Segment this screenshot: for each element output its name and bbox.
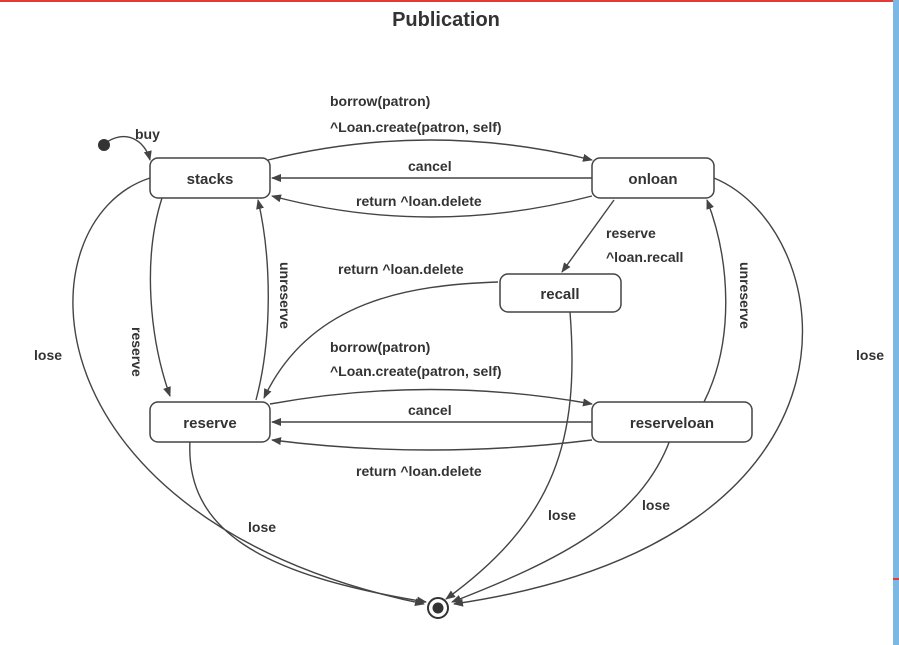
label-borrow-top-1: borrow(patron): [330, 93, 430, 109]
state-recall: recall: [499, 273, 622, 313]
state-onloan-label: onloan: [628, 171, 677, 188]
label-cancel-mid: cancel: [408, 402, 452, 418]
edge-stacks-to-onloan-borrow: [267, 139, 593, 162]
label-lose-right: lose: [856, 347, 884, 363]
state-reserveloan: reserveloan: [591, 401, 753, 443]
edge-onloan-to-stacks-return: [271, 194, 593, 218]
edge-onloan-to-recall: [561, 199, 615, 273]
state-reserve-label: reserve: [183, 415, 236, 432]
state-recall-label: recall: [540, 286, 579, 303]
edge-reserve-to-reserveloan-borrow: [269, 388, 593, 407]
label-borrow-top-2: ^Loan.create(patron, self): [330, 119, 502, 135]
final-state-dot: [432, 602, 444, 614]
label-borrow-mid-1: borrow(patron): [330, 339, 430, 355]
edge-reserveloan-to-onloan: [703, 199, 727, 403]
label-reserve-recall-1: reserve: [606, 225, 656, 241]
edge-stacks-to-reserve: [149, 197, 171, 397]
state-onloan: onloan: [591, 157, 715, 199]
state-stacks: stacks: [149, 157, 271, 199]
label-return-mid: return ^loan.delete: [356, 463, 482, 479]
diagram-title: Publication: [392, 9, 500, 31]
right-red-tick: [893, 578, 899, 580]
state-stacks-label: stacks: [187, 171, 234, 188]
label-return-top: return ^loan.delete: [356, 193, 482, 209]
edge-stacks-to-final-lose: [72, 177, 425, 607]
edge-reserve-to-final-lose: [189, 439, 427, 605]
top-border-line: [0, 0, 899, 2]
label-borrow-mid-2: ^Loan.create(patron, self): [330, 363, 502, 379]
state-reserve: reserve: [149, 401, 271, 443]
edge-recall-to-reserve: [263, 281, 499, 399]
edge-recall-to-final-lose: [445, 311, 573, 600]
label-lose-recall: lose: [548, 507, 576, 523]
initial-state-dot: [98, 139, 110, 151]
label-cancel-top: cancel: [408, 158, 452, 174]
label-lose-left: lose: [34, 347, 62, 363]
edge-reserve-to-stacks: [255, 199, 269, 401]
edge-reserveloan-to-final-lose: [451, 439, 671, 603]
edge-onloan-to-final-lose: [453, 177, 804, 607]
label-reserve-left: reserve: [129, 327, 145, 377]
right-border-line: [893, 0, 899, 645]
label-reserve-recall-2: ^loan.recall: [606, 249, 683, 265]
label-lose-reserveloan: lose: [642, 497, 670, 513]
state-reserveloan-label: reserveloan: [630, 415, 714, 432]
label-unreserve-left: unreserve: [277, 262, 293, 329]
label-buy: buy: [135, 126, 160, 142]
edge-reserveloan-to-reserve-return: [271, 437, 593, 451]
label-return-recall: return ^loan.delete: [338, 261, 464, 277]
label-unreserve-right: unreserve: [737, 262, 753, 329]
edge-initial-to-stacks: [103, 135, 152, 161]
label-lose-reserve: lose: [248, 519, 276, 535]
